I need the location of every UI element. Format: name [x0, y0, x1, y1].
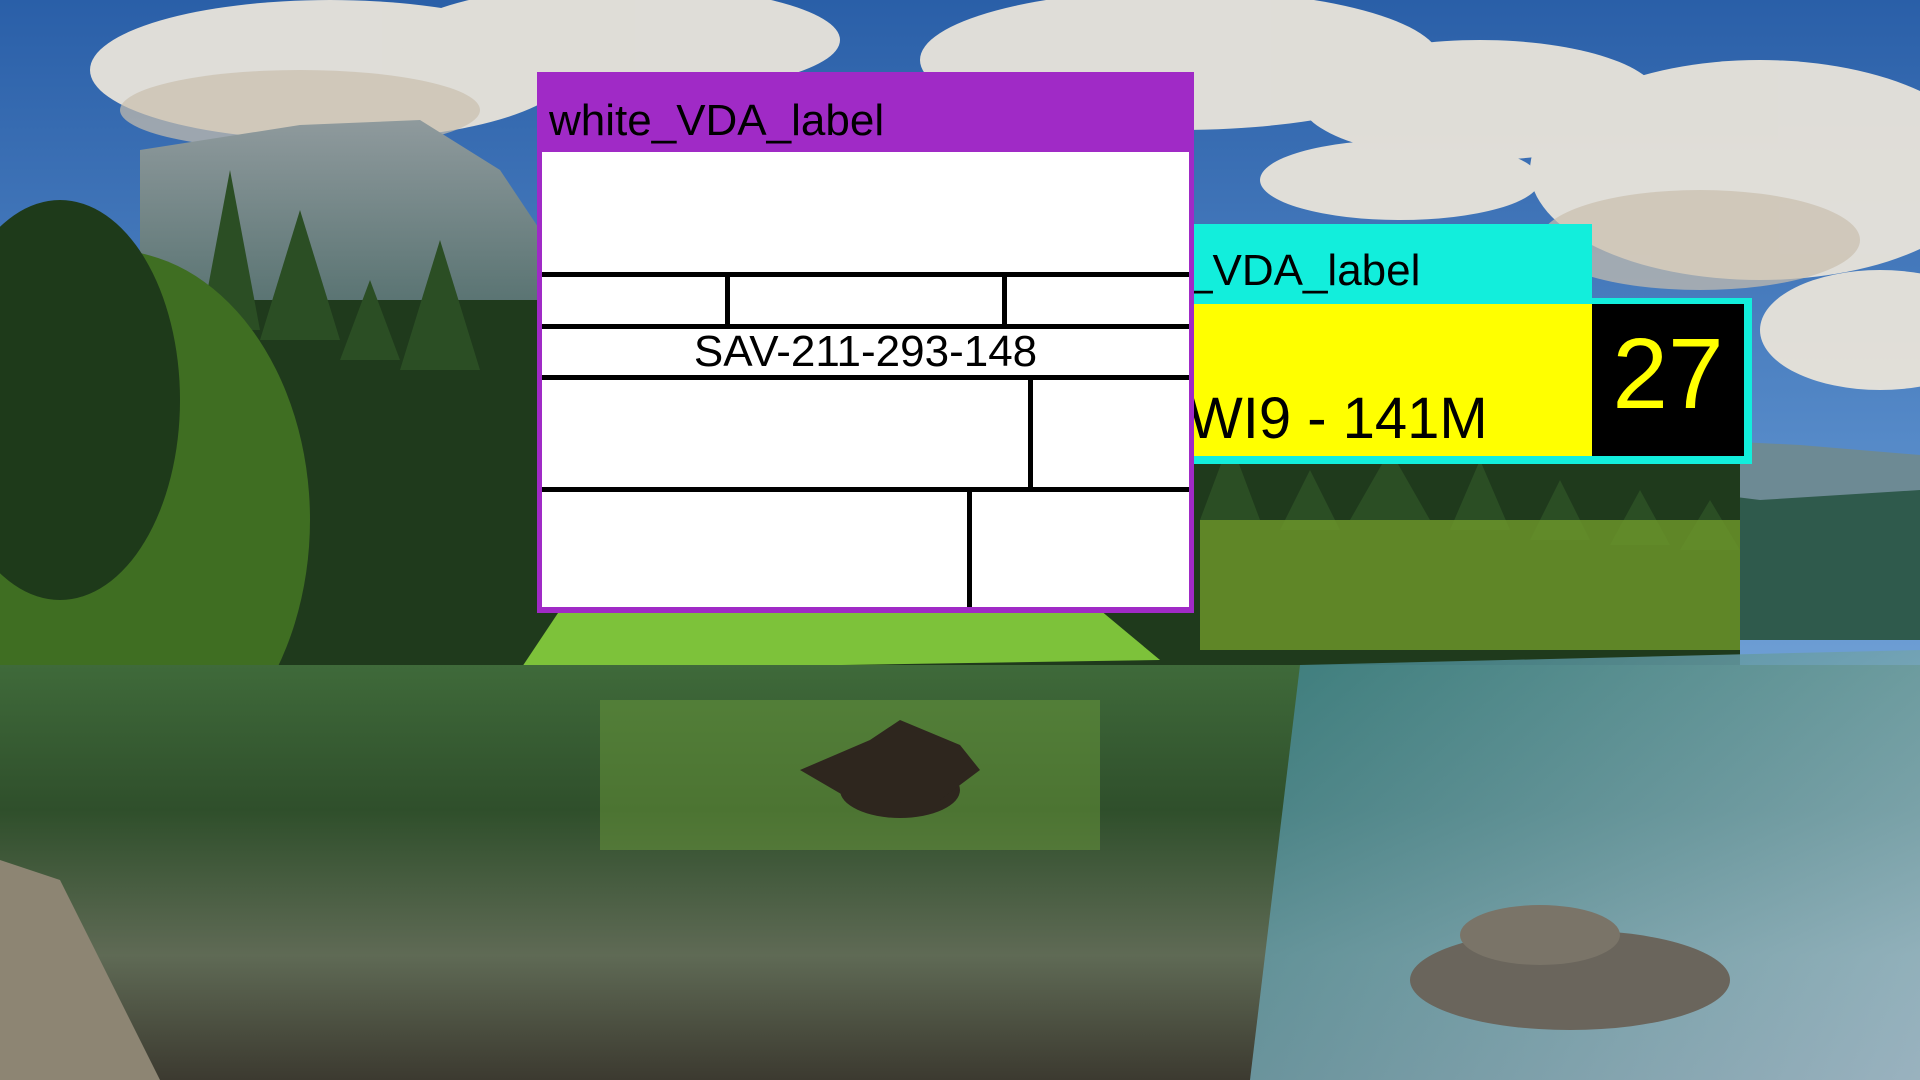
label-sheet: SAV-211-293-148	[542, 152, 1189, 607]
window-titlebar[interactable]: _VDA_label	[1140, 224, 1592, 302]
number-badge: 27	[1592, 304, 1744, 456]
label-cell-serial: SAV-211-293-148	[542, 329, 1189, 375]
white-label-window[interactable]: white_VDA_label SAV-211-293-148	[537, 72, 1194, 613]
window-titlebar[interactable]: white_VDA_label	[537, 72, 1194, 150]
yellow-label-panel: WI9 - 141M	[1140, 304, 1592, 456]
serial-number-text: SAV-211-293-148	[693, 327, 1038, 376]
window-title: _VDA_label	[1188, 246, 1421, 295]
yellow-label-window[interactable]: _VDA_label WI9 - 141M 27	[1140, 224, 1752, 464]
label-cell-r2c2	[730, 277, 1002, 324]
label-cell-r4c2	[1033, 380, 1189, 487]
label-cell-r2c3	[1007, 277, 1189, 324]
label-cell-header	[542, 152, 1189, 272]
label-cell-r5c2	[972, 492, 1189, 607]
label-cell-r4c1	[542, 380, 1028, 487]
number-badge-text: 27	[1612, 318, 1724, 430]
label-cell-r2c1	[542, 277, 725, 324]
window-title: white_VDA_label	[549, 96, 885, 145]
part-code-text: WI9 - 141M	[1188, 386, 1488, 451]
label-cell-r5c1	[542, 492, 967, 607]
label-frame: WI9 - 141M 27	[1140, 298, 1752, 464]
